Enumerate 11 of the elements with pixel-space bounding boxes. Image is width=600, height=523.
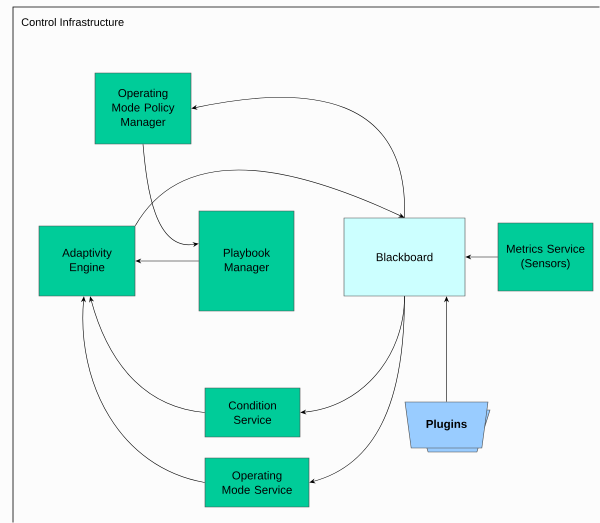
component-box: Operating Mode Service	[204, 458, 310, 508]
blackboard-box: Blackboard	[344, 218, 466, 296]
component-box: Condition Service	[204, 388, 300, 438]
plugins-trapezoid: Plugins	[404, 402, 490, 452]
frame	[12, 6, 600, 523]
component-box: Playbook Manager	[198, 210, 294, 312]
component-box: Operating Mode Policy Manager	[94, 72, 192, 144]
frame-title: Control Infrastructure	[22, 18, 124, 26]
component-box: Metrics Service (Sensors)	[498, 222, 594, 292]
arrow	[135, 170, 404, 226]
component-box: Adaptivity Engine	[38, 226, 136, 296]
